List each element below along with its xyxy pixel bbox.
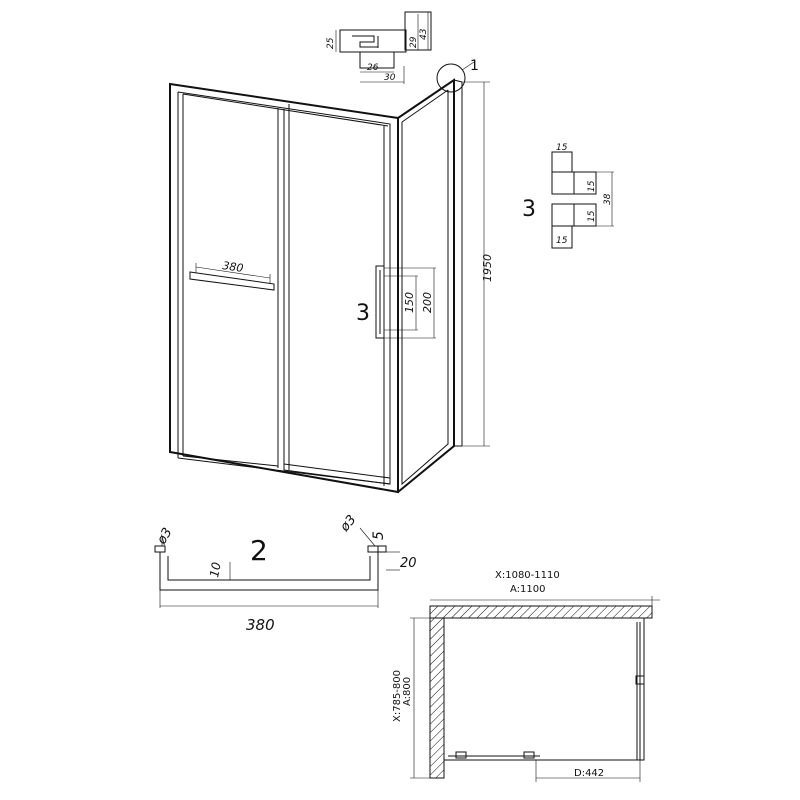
profile-block-bottom [359, 51, 395, 69]
handle-dim-200: 200 [421, 292, 434, 313]
detail-1-circle [436, 63, 466, 93]
handle-detail-upper [551, 171, 575, 195]
handle-detail-bottom [551, 225, 573, 249]
profile-dim-43: 43 [419, 28, 429, 40]
handle-detail-dim-total: 38 [603, 193, 613, 205]
plan-x-range: X:1080-1110 [495, 570, 560, 581]
towel-bar-detail: 2 ø3 ø3 5 20 10 380 [154, 512, 417, 634]
handle-detail-dim-upper: 15 [587, 180, 597, 192]
enclosure-elevation: 380 1 1950 150 200 3 [169, 58, 494, 494]
towel-bar-dim-10: 10 [207, 561, 224, 579]
profile-block-main [339, 29, 407, 53]
top-rail [182, 93, 389, 127]
side-panel-inner [401, 89, 449, 486]
handle-detail: 3 15 15 38 15 15 [522, 143, 614, 249]
plan-wall-top [429, 605, 653, 619]
profile-inner-shape [352, 35, 379, 48]
handle-dim-150: 150 [403, 292, 416, 313]
towel-bar-label: 2 [250, 534, 268, 567]
handle-detail-top [551, 151, 573, 173]
profile-dim-29: 29 [409, 36, 419, 48]
towel-bar-hole-left: ø3 [154, 525, 176, 547]
profile-dim-30: 30 [384, 73, 396, 83]
towel-bar-drawing [189, 271, 275, 291]
plan-a-width: A:1100 [510, 584, 545, 595]
towel-bar-profile [159, 552, 379, 591]
towel-bar-dim-380: 380 [222, 259, 245, 275]
plan-d-door: D:442 [574, 768, 604, 779]
bottom-rail [182, 455, 391, 485]
detail-1-label: 1 [470, 58, 479, 74]
profile-dim-25: 25 [326, 37, 336, 49]
profile-detail: 25 29 43 26 30 [326, 11, 432, 84]
plan-view: X:1080-1110 A:1100 X:785-800 A:800 D:442 [392, 570, 660, 782]
plan-y-range: X:785-800 [392, 670, 403, 722]
plan-a-depth: A:800 [402, 677, 413, 706]
handle-label: 3 [356, 301, 370, 326]
handle-detail-label: 3 [522, 197, 536, 222]
handle-detail-dim-lower: 15 [587, 210, 597, 222]
front-frame-inner [177, 91, 391, 485]
door-handle [375, 265, 385, 339]
profile-dim-26: 26 [367, 63, 379, 73]
towel-bar-dim-380: 380 [246, 616, 275, 634]
handle-detail-dim-top: 15 [556, 143, 568, 153]
towel-bar-dim-20: 20 [400, 556, 417, 571]
plan-enclosure-outline [443, 617, 645, 761]
height-dim-1950: 1950 [481, 254, 494, 282]
towel-bar-dim-5: 5 [371, 531, 387, 540]
side-panel-outer [397, 78, 455, 493]
handle-detail-lower [551, 203, 575, 227]
plan-wall-left [429, 617, 445, 779]
towel-bar-hole-right: ø3 [337, 512, 360, 535]
handle-detail-dim-bottom: 15 [556, 236, 568, 246]
